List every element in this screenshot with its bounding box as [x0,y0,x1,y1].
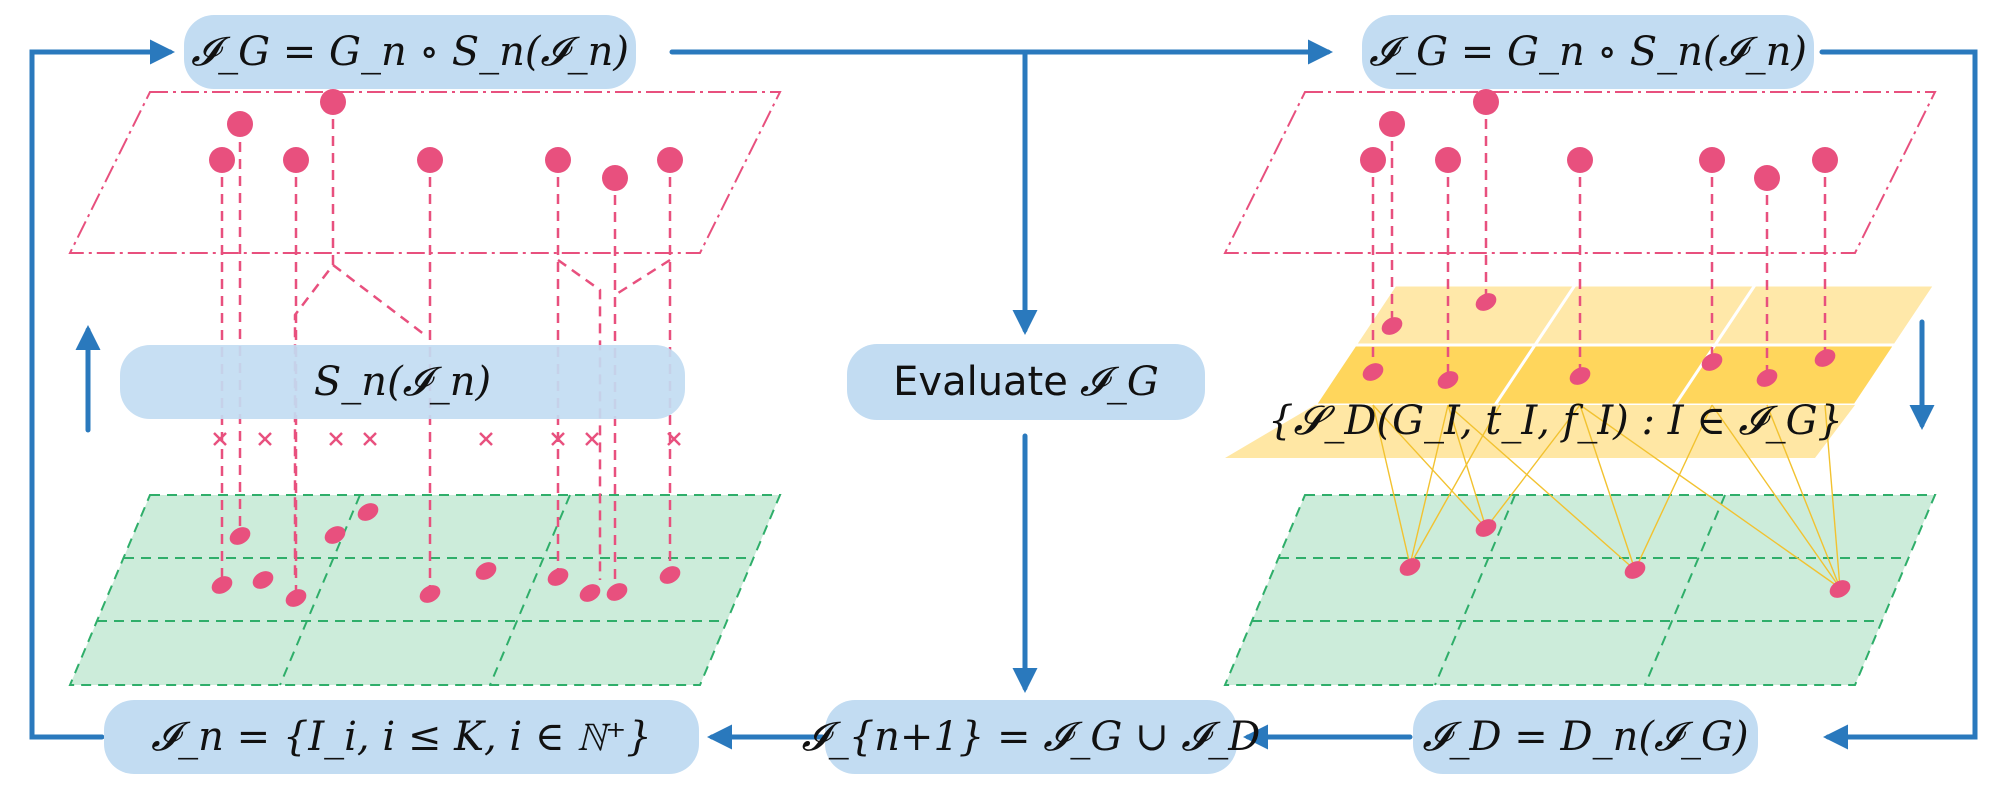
label-evaluate-var: 𝓘_G [1079,359,1159,405]
flow-arrows [29,39,1978,750]
surrogate-links [1372,404,1841,589]
point [1756,369,1778,387]
point [1475,519,1497,537]
point [1701,353,1723,371]
point [1475,293,1497,311]
label-bottom-middle: 𝓘_{n+1} = 𝓘_G ∪ 𝓘_D [801,714,1261,760]
point [229,527,251,545]
point [357,503,379,521]
label-surrogate-set-text: {𝓢_D(G_I, t_I, f_I) : I ∈ 𝓘_G} [1268,398,1843,444]
point [285,589,307,607]
right-surrogate-points [1362,293,1836,389]
left-pink-plane [68,91,782,254]
arrow-left-loop [29,39,175,740]
point [1829,580,1851,598]
point [1567,147,1593,173]
point [579,584,601,602]
point [1473,89,1499,115]
right-grid-points [1399,519,1851,598]
right-top-points [1360,89,1838,191]
point [1699,147,1725,173]
arrow-right-loop [1819,49,1978,750]
point [419,585,441,603]
point [324,526,346,544]
point [1624,561,1646,579]
point [545,147,571,173]
point [657,147,683,173]
pill-top-left: 𝓘_G = G_n ∘ S_n(𝓘_n) [184,15,636,89]
point [227,111,253,137]
x-marker [258,432,272,446]
point [1381,317,1403,335]
point [320,89,346,115]
point [1814,349,1836,367]
point [547,568,569,586]
pill-selection: S_n(𝓘_n) [120,345,685,419]
point [1399,558,1421,576]
point [1362,363,1384,381]
point [252,571,274,589]
x-marker [479,432,493,446]
left-grid-points [211,503,681,607]
label-bottom-right: 𝓘_D = D_n(𝓘_G) [1422,714,1749,760]
x-marker [551,432,565,446]
point [475,562,497,580]
label-selection: S_n(𝓘_n) [313,359,492,405]
pill-bottom-right: 𝓘_D = D_n(𝓘_G) [1413,700,1758,774]
surrogate-planes [1225,283,1938,458]
label-top-right: 𝓘_G = G_n ∘ S_n(𝓘_n) [1369,29,1807,75]
label-surrogate-set: {𝓢_D(G_I, t_I, f_I) : I ∈ 𝓘_G} [1268,398,1843,444]
pill-evaluate: Evaluate 𝓘_G [847,344,1205,420]
pill-top-right: 𝓘_G = G_n ∘ S_n(𝓘_n) [1362,15,1814,89]
point [1812,147,1838,173]
point [1435,147,1461,173]
point [1569,367,1591,385]
left-top-points [209,89,683,191]
right-evaluation-lines [1371,102,1827,378]
label-bottom-left: 𝓘_n = {I_i, i ≤ K, i ∈ ℕ⁺} [151,714,652,760]
x-marker [213,432,227,446]
right-pink-plane [1223,91,1937,254]
point [659,566,681,584]
x-marker [363,432,377,446]
x-marker [667,432,681,446]
x-marker [329,432,343,446]
point [417,147,443,173]
x-marker [585,432,599,446]
point [283,147,309,173]
label-evaluate-prefix: Evaluate [893,359,1068,405]
pill-bottom-middle: 𝓘_{n+1} = 𝓘_G ∪ 𝓘_D [802,700,1260,774]
right-green-grid [1223,494,1937,686]
label-top-left: 𝓘_G = G_n ∘ S_n(𝓘_n) [191,29,629,75]
point [1379,111,1405,137]
point [209,147,235,173]
point [211,576,233,594]
point [1754,165,1780,191]
point [1437,371,1459,389]
point [606,583,628,601]
point [602,165,628,191]
left-x-markers [213,432,681,446]
pill-bottom-left: 𝓘_n = {I_i, i ≤ K, i ∈ ℕ⁺} [104,700,699,774]
point [1360,147,1386,173]
